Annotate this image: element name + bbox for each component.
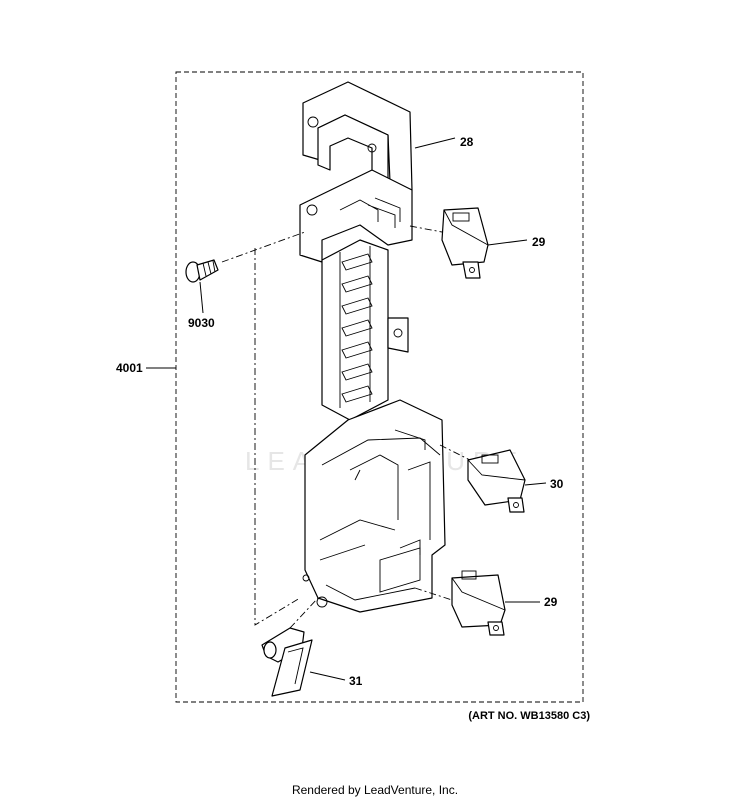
- screw-assembly-line: [221, 231, 306, 263]
- lever-part-31: [261, 627, 313, 697]
- label-part-29-bottom: 29: [544, 595, 558, 609]
- label-part-29-top: 29: [532, 235, 546, 249]
- label-part-28: 28: [460, 135, 474, 149]
- label-part-4001: 4001: [116, 361, 143, 375]
- label-part-9030: 9030: [188, 316, 215, 330]
- label-part-31: 31: [349, 674, 363, 688]
- art-number: (ART NO. WB13580 C3): [468, 710, 590, 722]
- lever-assembly-line: [289, 597, 319, 629]
- latch-frame-part-28: [299, 81, 446, 613]
- label-part-30: 30: [550, 477, 564, 491]
- switch-part-30: [467, 449, 526, 513]
- footer-credit: Rendered by LeadVenture, Inc.: [291, 783, 459, 797]
- switch-30-line: [439, 444, 471, 461]
- screw-part-9030: [185, 259, 219, 283]
- leader-9030: [199, 281, 204, 314]
- switch-part-29-bottom: [451, 570, 506, 636]
- switch-29-top-line: [409, 225, 443, 233]
- leader-28: [414, 137, 456, 149]
- switch-part-29-top: [441, 207, 489, 279]
- leader-30: [524, 482, 547, 486]
- assembly-frame: [175, 71, 584, 703]
- frame-assembly-line: [254, 248, 301, 626]
- leader-31: [309, 671, 346, 681]
- leader-29-top: [487, 239, 528, 246]
- switch-29-bottom-line: [414, 587, 453, 601]
